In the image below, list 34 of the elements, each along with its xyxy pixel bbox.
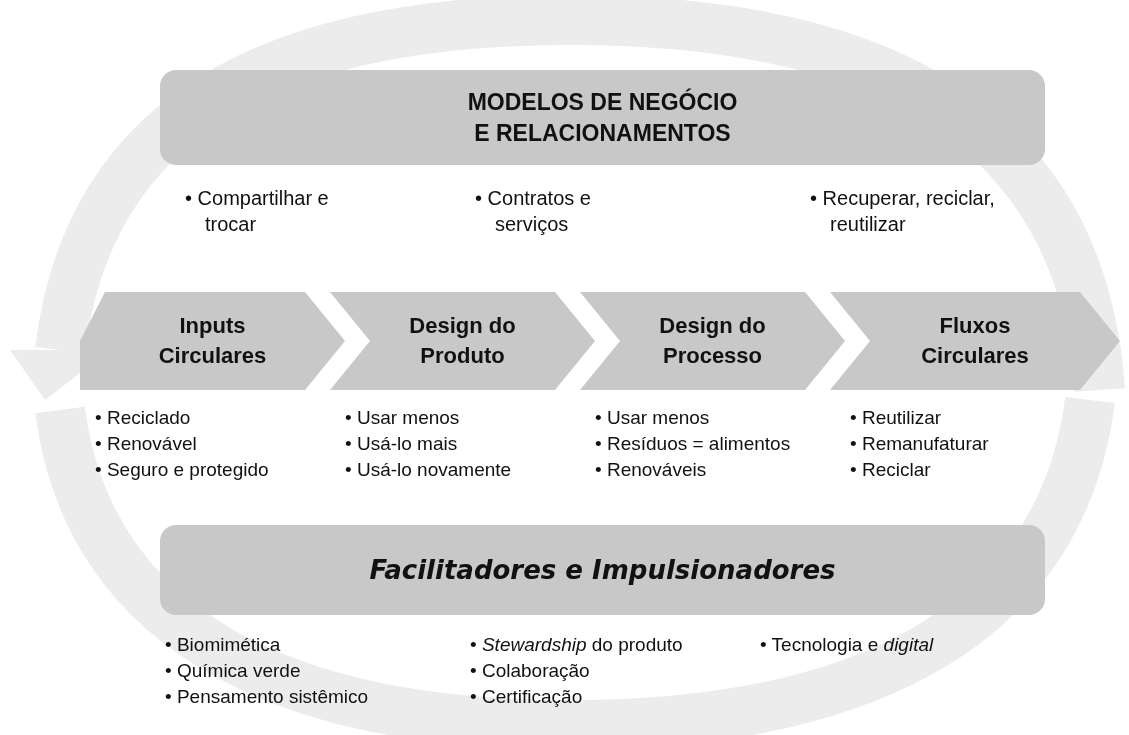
- bullet-item: • Reciclar: [850, 458, 932, 482]
- bullet-item: • Renováveis: [595, 458, 708, 482]
- stage-title: Fluxos Circulares: [920, 312, 1030, 370]
- bullet-item: • Recuperar, reciclar, reutilizar: [810, 186, 996, 237]
- bullet-item: • Resíduos = alimentos: [595, 432, 791, 456]
- banner-title: MODELOS DE NEGÓCIO E RELACIONAMENTOS: [466, 87, 739, 148]
- chevron-box: [330, 292, 595, 390]
- bullet-item: • Usar menos: [345, 406, 460, 430]
- bullet-item: • Química verde: [165, 659, 301, 683]
- bullet-item: • Usá-lo novamente: [345, 458, 512, 482]
- bullet-item: • Compartilhar e trocar: [185, 186, 330, 237]
- bullet-item: • Renovável: [95, 432, 198, 456]
- stage-title: Design do Produto: [408, 312, 517, 370]
- bullet-item: • Biomimética: [165, 633, 282, 657]
- chevron-box: [580, 292, 845, 390]
- bullet-item: • Colaboração: [470, 659, 591, 683]
- bullet-item: • Contratos e serviços: [475, 186, 592, 237]
- bullet-item: • Usá-lo mais: [345, 432, 458, 456]
- bullet-item: • Reutilizar: [850, 406, 943, 430]
- bullet-item: • Remanufaturar: [850, 432, 990, 456]
- banner-box: [160, 525, 1045, 615]
- bullet-item: • Tecnologia e digital: [760, 633, 934, 657]
- stage-title: Inputs Circulares: [157, 312, 268, 370]
- bullet-item: • Usar menos: [595, 406, 710, 430]
- chevron-box: [80, 292, 345, 390]
- stage-title: Design do Processo: [658, 312, 767, 370]
- banner-title: Facilitadores e Impulsionadores: [368, 554, 837, 587]
- bullet-item: • Certificação: [470, 685, 584, 709]
- bullet-item: • Stewardship do produto: [470, 633, 683, 657]
- bullet-item: • Pensamento sistêmico: [165, 685, 369, 709]
- chevron-box: [830, 292, 1120, 390]
- bullet-item: • Reciclado: [95, 406, 192, 430]
- bullet-item: • Seguro e protegido: [95, 458, 269, 482]
- banner-box: [160, 70, 1045, 165]
